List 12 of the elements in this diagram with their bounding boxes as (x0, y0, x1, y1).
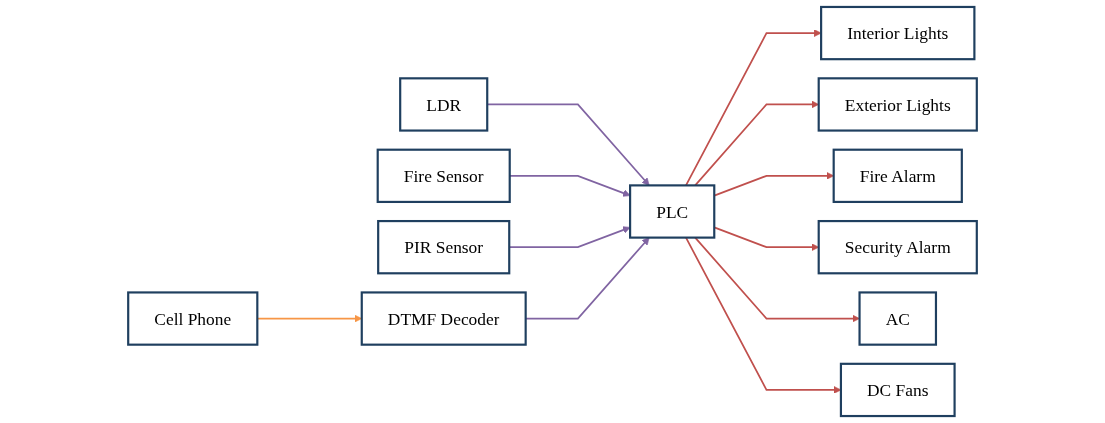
node-box: PLC (629, 184, 716, 239)
node-box: Exterior Lights (817, 77, 978, 132)
node-box: AC (858, 291, 938, 346)
node-box: Fire Alarm (832, 148, 963, 203)
node-box: DC Fans (839, 362, 956, 418)
node-box: Fire Sensor (376, 148, 511, 203)
node-box: DTMF Decoder (360, 291, 527, 346)
node-box: Security Alarm (817, 220, 978, 275)
node-box: LDR (399, 77, 489, 132)
node-box: Interior Lights (820, 5, 976, 61)
node-box: PIR Sensor (377, 220, 511, 275)
node-box: Cell Phone (127, 291, 259, 346)
